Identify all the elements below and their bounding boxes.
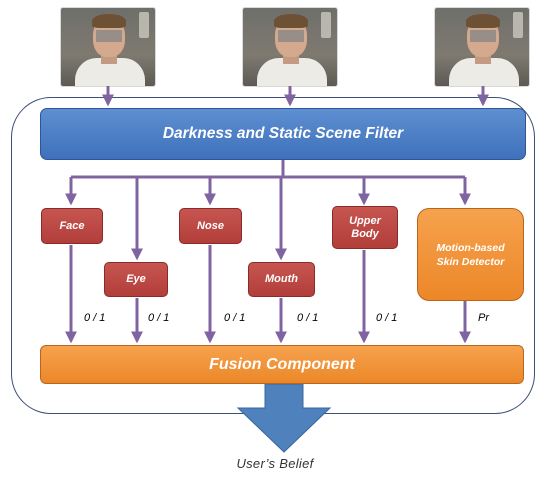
skin-detector-box: Motion-based Skin Detector <box>417 208 524 301</box>
skin-output-label: Pr <box>478 312 489 324</box>
input-frame-2-image <box>243 8 337 86</box>
nose-output-label: 0 / 1 <box>224 312 246 324</box>
users-belief-label: User’s Belief <box>236 456 314 471</box>
fusion-component-box: Fusion Component <box>40 345 524 384</box>
input-frame-1-image <box>61 8 155 86</box>
mouth-detector-box: Mouth <box>248 262 315 297</box>
darkness-static-filter-box: Darkness and Static Scene Filter <box>40 108 526 160</box>
eye-output-label: 0 / 1 <box>148 312 170 324</box>
face-detector-box: Face <box>41 208 103 244</box>
face-output-label: 0 / 1 <box>84 312 106 324</box>
mouth-output-label: 0 / 1 <box>297 312 319 324</box>
nose-detector-box: Nose <box>179 208 242 244</box>
upper-body-output-label: 0 / 1 <box>376 312 398 324</box>
input-frame-3-image <box>435 8 529 86</box>
output-arrow <box>236 383 332 453</box>
upper-body-detector-box: Upper Body <box>332 206 398 249</box>
eye-detector-box: Eye <box>104 262 168 297</box>
